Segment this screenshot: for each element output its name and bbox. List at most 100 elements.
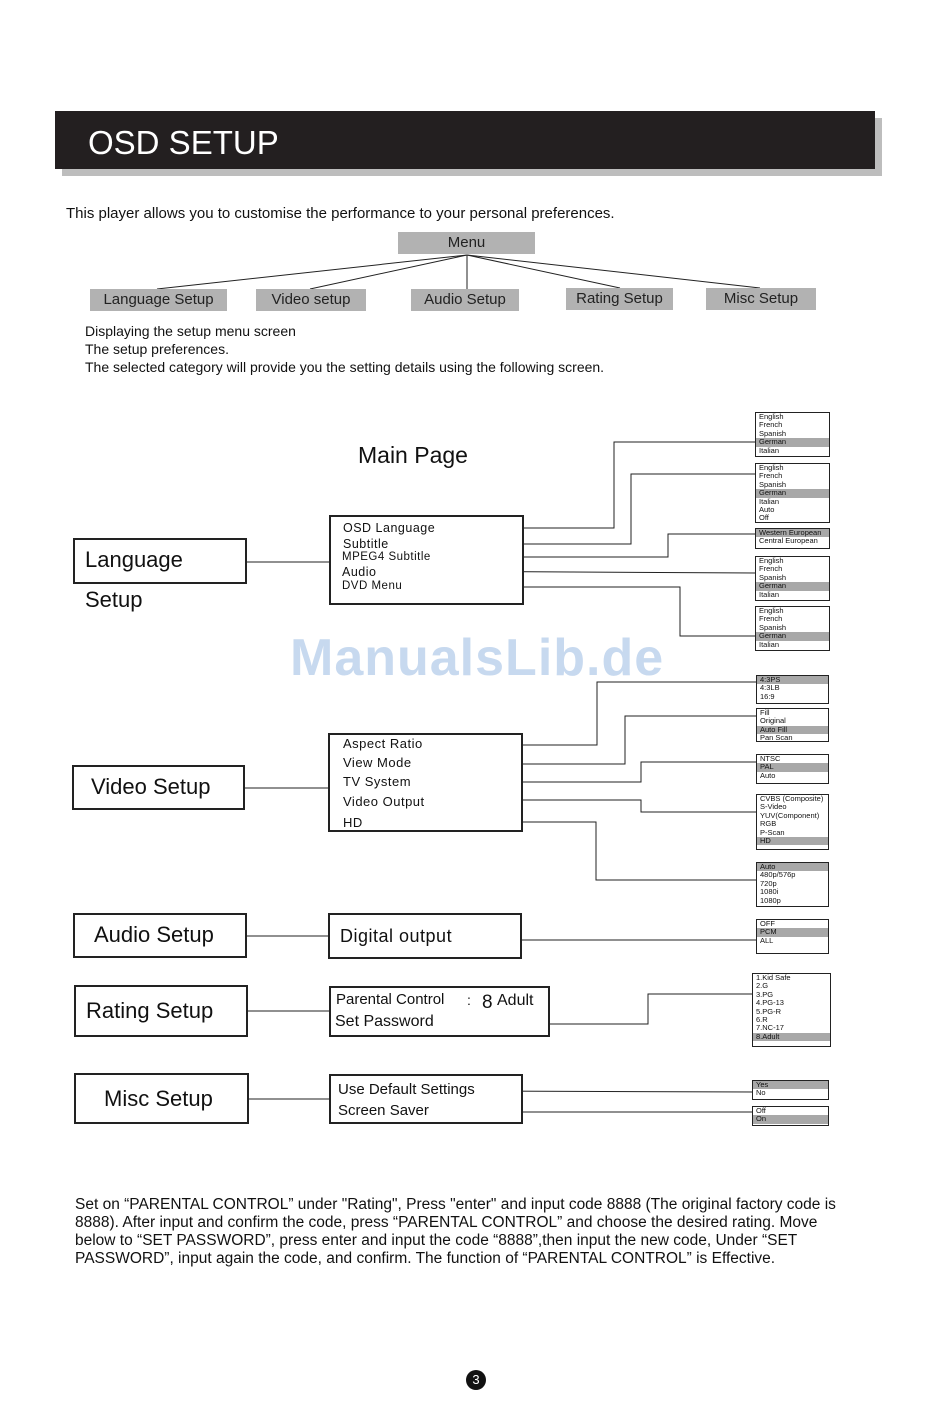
misc-menu: Use Default Settings Screen Saver — [329, 1074, 523, 1124]
option-item[interactable]: P-Scan — [760, 828, 785, 837]
instructions-paragraph: Set on “PARENTAL CONTROL” under "Rating"… — [75, 1196, 836, 1267]
option-item[interactable]: PCM — [757, 928, 828, 937]
option-item[interactable]: Spanish — [759, 573, 787, 582]
option-item[interactable]: Spanish — [759, 623, 787, 632]
audio-setup-label: Audio Setup — [73, 913, 247, 958]
menu-item-dvd-menu[interactable]: DVD Menu — [342, 580, 403, 592]
option-item[interactable]: Italian — [759, 590, 780, 599]
option-item[interactable]: ALL — [760, 936, 774, 945]
option-item[interactable]: Western European — [756, 529, 829, 538]
option-item[interactable]: OFF — [760, 920, 775, 928]
notes: Displaying the setup menu screen The set… — [85, 322, 604, 376]
option-item[interactable]: French — [759, 472, 783, 481]
option-item[interactable]: Central European — [759, 537, 818, 546]
menu-item-parental-control[interactable]: Parental Control — [336, 991, 445, 1008]
option-item[interactable]: Spanish — [759, 480, 787, 489]
option-item[interactable]: Italian — [759, 446, 780, 455]
option-item[interactable]: English — [759, 607, 784, 615]
option-item[interactable]: 6.R — [756, 1015, 768, 1024]
option-item[interactable]: RGB — [760, 820, 777, 829]
option-item[interactable]: German — [756, 582, 829, 591]
option-item[interactable]: 1.Kid Safe — [756, 974, 791, 982]
option-item[interactable]: English — [759, 413, 784, 421]
menu-item-mpeg4-subtitle[interactable]: MPEG4 Subtitle — [342, 551, 431, 563]
option-item[interactable]: NTSC — [760, 755, 781, 763]
menu-item-use-default-settings[interactable]: Use Default Settings — [338, 1081, 475, 1098]
option-item[interactable]: Auto — [759, 505, 775, 514]
menu-item-hd[interactable]: HD — [343, 815, 363, 830]
rating-menu: Parental Control : 8 Adult Set Password — [329, 986, 550, 1037]
option-item[interactable]: English — [759, 464, 784, 472]
option-item[interactable]: Pan Scan — [760, 734, 793, 743]
menu-item-set-password[interactable]: Set Password — [335, 1013, 434, 1030]
option-item[interactable]: Auto — [760, 771, 776, 780]
option-item[interactable]: HD — [757, 836, 828, 846]
option-item[interactable]: 7.NC-17 — [756, 1024, 784, 1033]
main-page-label: Main Page — [358, 442, 468, 468]
option-item[interactable]: S-Video — [760, 803, 787, 812]
option-item[interactable]: 8.Adult — [753, 1032, 830, 1042]
option-item[interactable]: 1080i — [760, 888, 779, 897]
option-item[interactable]: Original — [760, 717, 786, 726]
option-item[interactable]: French — [759, 421, 783, 430]
page-number: 3 — [466, 1370, 486, 1390]
option-item[interactable]: Italian — [759, 640, 780, 649]
option-item[interactable]: Auto Fill — [757, 725, 828, 735]
option-item[interactable]: Yes — [753, 1081, 828, 1090]
option-item[interactable]: 4.PG-13 — [756, 999, 784, 1008]
menu-item-view-mode[interactable]: View Mode — [343, 755, 412, 770]
option-item[interactable]: 720p — [760, 879, 777, 888]
option-item[interactable]: 1080p — [760, 896, 781, 905]
option-item[interactable]: 480p/576p — [760, 871, 796, 880]
option-item[interactable]: CVBS (Composite) — [760, 795, 824, 803]
option-item[interactable]: 2.G — [756, 982, 769, 991]
option-item[interactable]: 5.PG-R — [756, 1007, 782, 1016]
misc-setup-label: Misc Setup — [74, 1073, 249, 1124]
option-item[interactable]: Off — [756, 1107, 766, 1115]
menu-item-video-output[interactable]: Video Output — [343, 794, 425, 809]
menu-item-audio[interactable]: Audio — [342, 565, 377, 579]
option-item[interactable]: French — [759, 615, 783, 624]
option-item[interactable]: English — [759, 557, 784, 565]
menu-item-aspect-ratio[interactable]: Aspect Ratio — [343, 736, 423, 751]
option-item[interactable]: German — [756, 489, 829, 498]
menu-item-screen-saver[interactable]: Screen Saver — [338, 1102, 429, 1119]
menu-item-subtitle[interactable]: Subtitle — [343, 537, 389, 551]
menu-item-osd-language[interactable]: OSD Language — [343, 521, 436, 535]
option-item[interactable]: Italian — [759, 497, 780, 506]
option-item[interactable]: 4:3LB — [760, 684, 780, 693]
option-item[interactable]: PAL — [757, 763, 828, 772]
option-item[interactable]: Fill — [760, 709, 770, 717]
option-item[interactable]: No — [756, 1089, 766, 1098]
option-item[interactable]: 4:3PS — [757, 676, 828, 685]
tree-root-menu: Menu — [398, 232, 535, 254]
menu-item-tv-system[interactable]: TV System — [343, 774, 412, 789]
header-bar — [55, 111, 875, 169]
note-line: The selected category will provide you t… — [85, 359, 605, 375]
menu-item-digital-output[interactable]: Digital output — [340, 926, 453, 946]
option-item[interactable]: Off — [759, 514, 769, 523]
option-item[interactable]: French — [759, 565, 783, 574]
language-setup-label: Language Setup — [73, 538, 247, 612]
option-item[interactable]: On — [753, 1115, 828, 1124]
option-item[interactable]: 16:9 — [760, 692, 775, 701]
option-item[interactable]: German — [756, 632, 829, 641]
option-item[interactable]: German — [756, 438, 829, 447]
video-setup-label: Video Setup — [72, 765, 245, 810]
rating-level-number: 8 — [482, 992, 494, 1013]
option-item[interactable]: Spanish — [759, 429, 787, 438]
option-item[interactable]: Auto — [757, 863, 828, 872]
option-item[interactable]: YUV(Component) — [760, 811, 820, 820]
option-item[interactable]: 3.PG — [756, 990, 774, 999]
